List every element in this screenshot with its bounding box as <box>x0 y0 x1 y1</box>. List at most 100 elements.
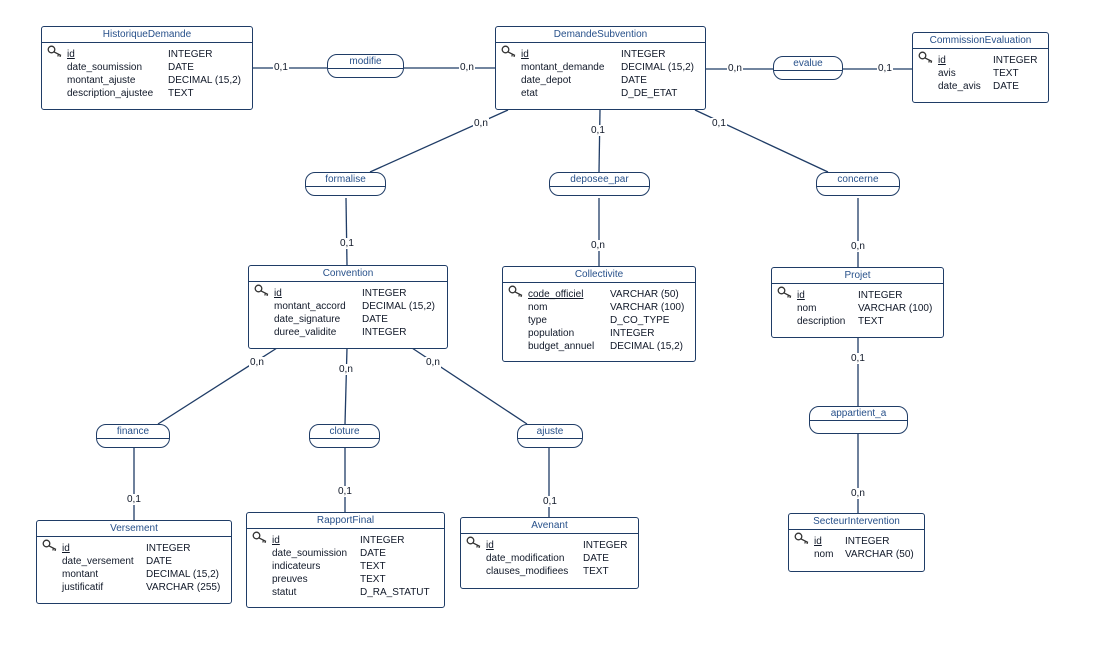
attribute-type: TEXT <box>583 566 609 577</box>
primary-key-name: id <box>62 543 70 554</box>
entity-title: Collectivite <box>503 267 695 283</box>
card-conv-finance: 0,n <box>249 357 265 368</box>
key-icon <box>47 45 62 57</box>
assoc-deposee-par[interactable]: deposee_par <box>549 172 650 196</box>
attribute-type: D_RA_STATUT <box>360 587 430 598</box>
attribute-name: montant_accord <box>274 301 346 312</box>
link-demande-deposee <box>598 109 601 173</box>
assoc-label: deposee_par <box>570 174 629 185</box>
entity-title: Avenant <box>461 518 638 534</box>
link-formalise-convention <box>345 197 348 266</box>
attribute-row: type D_CO_TYPE <box>503 314 695 327</box>
primary-key-name: id <box>814 536 822 547</box>
link-convention-cloture <box>344 347 348 425</box>
card-com-evalue: 0,1 <box>877 63 893 74</box>
entity-title: SecteurIntervention <box>789 514 924 530</box>
assoc-finance[interactable]: finance <box>96 424 170 448</box>
assoc-appartient-a[interactable]: appartient_a <box>809 406 908 434</box>
card-conv-ajuste: 0,n <box>425 357 441 368</box>
card-rap-cloture: 0,1 <box>337 486 353 497</box>
assoc-evalue[interactable]: evalue <box>773 56 843 80</box>
attribute-type: TEXT <box>858 316 884 327</box>
attribute-type: INTEGER <box>168 49 213 60</box>
attribute-name: montant <box>62 569 99 580</box>
attribute-name: preuves <box>272 574 308 585</box>
key-icon <box>777 286 792 298</box>
key-icon <box>466 536 481 548</box>
attribute-type: INTEGER <box>360 535 405 546</box>
key-icon <box>254 284 269 296</box>
assoc-ajuste[interactable]: ajuste <box>517 424 583 448</box>
key-icon <box>252 531 267 543</box>
attribute-name: nom <box>797 303 817 314</box>
attribute-type: D_CO_TYPE <box>610 315 670 326</box>
attribute-type: INTEGER <box>993 55 1038 66</box>
primary-key-name: id <box>486 540 494 551</box>
assoc-cloture[interactable]: cloture <box>309 424 380 448</box>
assoc-formalise[interactable]: formalise <box>305 172 386 196</box>
attribute-name: statut <box>272 587 297 598</box>
attribute-name: description_ajustee <box>67 88 154 99</box>
attribute-type: DATE <box>993 81 1019 92</box>
attribute-name: population <box>528 328 575 339</box>
assoc-concerne[interactable]: concerne <box>816 172 900 196</box>
attribute-type: DATE <box>168 62 194 73</box>
attribute-row: statut D_RA_STATUT <box>247 586 444 599</box>
key-icon <box>794 532 809 544</box>
attribute-name: budget_annuel <box>528 341 595 352</box>
entity-title: CommissionEvaluation <box>913 33 1048 49</box>
card-conv-cloture: 0,n <box>338 364 354 375</box>
attribute-type: DATE <box>146 556 172 567</box>
entity-title: HistoriqueDemande <box>42 27 252 43</box>
assoc-modifie[interactable]: modifie <box>327 54 404 78</box>
attribute-type: TEXT <box>168 88 194 99</box>
attribute-type: DATE <box>583 553 609 564</box>
attribute-type: D_DE_ETAT <box>621 88 678 99</box>
attribute-type: DECIMAL (15,2) <box>146 569 219 580</box>
attribute-row: indicateurs TEXT <box>247 560 444 573</box>
primary-key-name: id <box>521 49 529 60</box>
attribute-name: date_avis <box>938 81 981 92</box>
attribute-name: indicateurs <box>272 561 321 572</box>
attribute-name: avis <box>938 68 956 79</box>
primary-key-name: id <box>938 55 946 66</box>
card-ave-ajuste: 0,1 <box>542 496 558 507</box>
card-conv-formalise: 0,1 <box>339 238 355 249</box>
entity-title: Convention <box>249 266 447 282</box>
entity-title: Projet <box>772 268 943 284</box>
card-sect-appartient: 0,n <box>850 488 866 499</box>
attribute-type: TEXT <box>360 561 386 572</box>
attribute-name: type <box>528 315 547 326</box>
